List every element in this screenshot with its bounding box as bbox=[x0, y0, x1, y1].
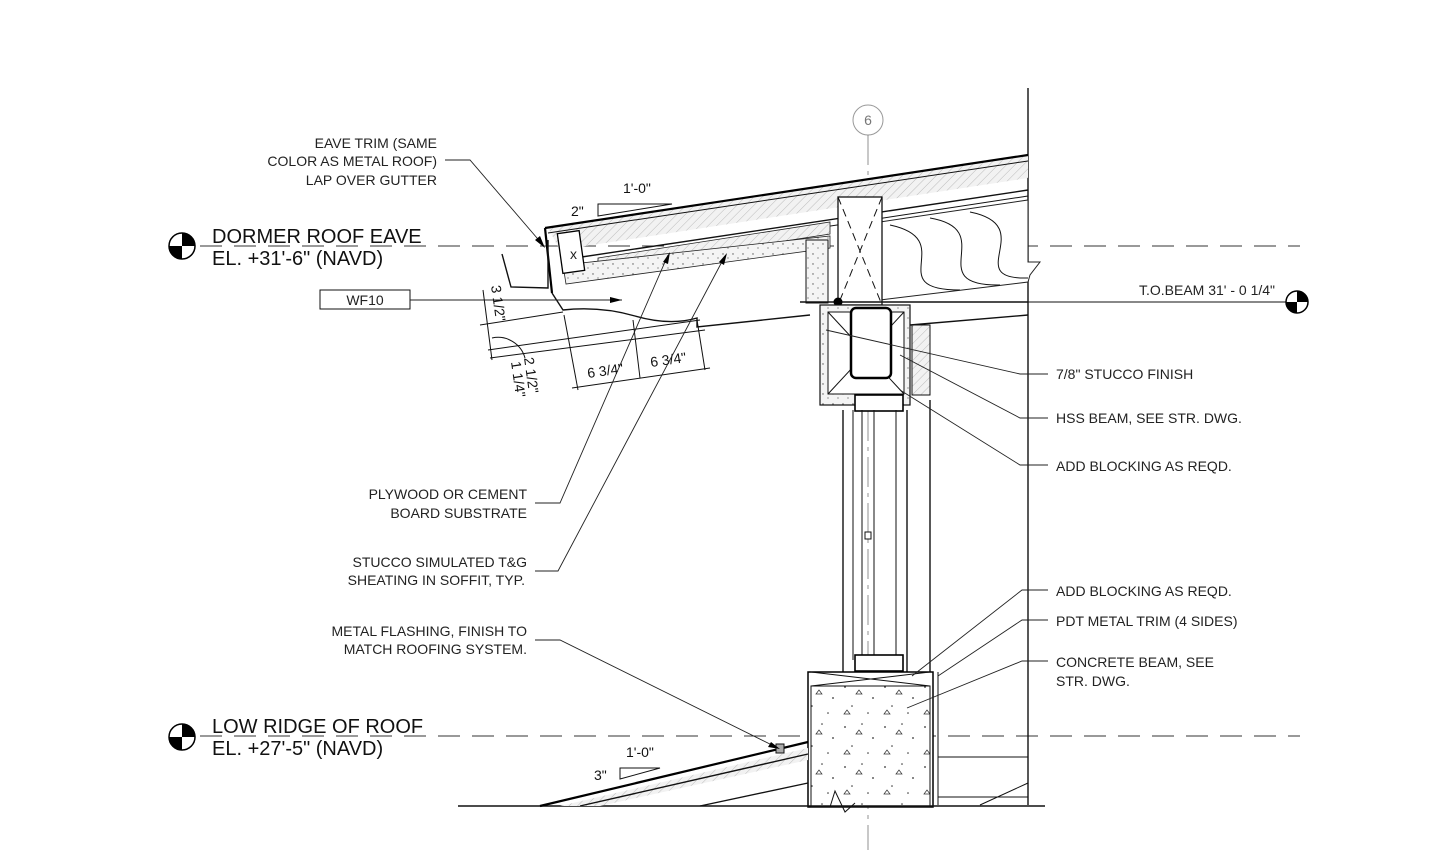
svg-text:COLOR AS METAL ROOF): COLOR AS METAL ROOF) bbox=[267, 153, 437, 169]
slope-indicator: 1'-0" 3" bbox=[594, 744, 661, 783]
slope-indicator: 1'-0" 2" bbox=[571, 180, 673, 219]
note-stucco-sheathing: STUCCO SIMULATED T&G SHEATING IN SOFFIT,… bbox=[348, 253, 727, 588]
svg-text:6 3/4": 6 3/4" bbox=[586, 360, 624, 381]
window-frame bbox=[842, 400, 931, 672]
beam-level-label: T.O.BEAM 31' - 0 1/4" bbox=[1139, 282, 1275, 298]
svg-text:2 1/2": 2 1/2" bbox=[521, 356, 542, 394]
note-pdt-metal-trim: PDT METAL TRIM (4 SIDES) bbox=[937, 613, 1238, 677]
svg-text:3": 3" bbox=[594, 767, 607, 783]
svg-text:SHEATING IN SOFFIT, TYP.: SHEATING IN SOFFIT, TYP. bbox=[348, 572, 525, 588]
note-blocking-lower: ADD BLOCKING AS REQD. bbox=[911, 583, 1232, 677]
svg-text:6 3/4": 6 3/4" bbox=[649, 349, 687, 370]
svg-text:1'-0": 1'-0" bbox=[623, 180, 651, 196]
level-name: DORMER ROOF EAVE bbox=[212, 226, 422, 248]
svg-text:PDT METAL TRIM (4 SIDES): PDT METAL TRIM (4 SIDES) bbox=[1056, 613, 1238, 629]
note-hss-beam: HSS BEAM, SEE STR. DWG. bbox=[899, 354, 1242, 426]
note-stucco-finish: 7/8" STUCCO FINISH bbox=[825, 329, 1193, 382]
beam-level-marker-icon bbox=[1285, 290, 1309, 314]
level-marker-icon bbox=[168, 232, 196, 260]
svg-text:BOARD SUBSTRATE: BOARD SUBSTRATE bbox=[390, 505, 527, 521]
level-elevation: EL. +31'-6" (NAVD) bbox=[212, 248, 383, 270]
svg-text:ADD BLOCKING AS REQD.: ADD BLOCKING AS REQD. bbox=[1056, 583, 1232, 599]
svg-text:7/8" STUCCO FINISH: 7/8" STUCCO FINISH bbox=[1056, 366, 1193, 382]
lower-roof-assembly bbox=[539, 740, 809, 808]
svg-text:1 1/4": 1 1/4" bbox=[508, 360, 529, 398]
note-concrete-beam: CONCRETE BEAM, SEE STR. DWG. bbox=[906, 654, 1214, 709]
svg-text:PLYWOOD OR CEMENT: PLYWOOD OR CEMENT bbox=[369, 486, 528, 502]
note-plywood-substrate: PLYWOOD OR CEMENT BOARD SUBSTRATE bbox=[369, 252, 670, 521]
svg-text:ADD BLOCKING AS REQD.: ADD BLOCKING AS REQD. bbox=[1056, 458, 1232, 474]
note-eave-trim: EAVE TRIM (SAME COLOR AS METAL ROOF) LAP… bbox=[267, 135, 545, 248]
svg-text:EAVE TRIM (SAME: EAVE TRIM (SAME bbox=[315, 135, 437, 151]
level-elevation: EL. +27'-5" (NAVD) bbox=[212, 738, 383, 760]
svg-text:x: x bbox=[570, 246, 577, 262]
svg-text:3 1/2": 3 1/2" bbox=[488, 284, 509, 322]
svg-text:2": 2" bbox=[571, 203, 584, 219]
level-name: LOW RIDGE OF ROOF bbox=[212, 716, 423, 738]
dimension-lines: 3 1/2" 2 1/2" 1 1/4" 6 3/4" 6 3/4" bbox=[479, 284, 711, 398]
note-metal-flashing: METAL FLASHING, FINISH TO MATCH ROOFING … bbox=[331, 623, 780, 749]
svg-text:HSS BEAM, SEE STR. DWG.: HSS BEAM, SEE STR. DWG. bbox=[1056, 410, 1242, 426]
svg-text:STUCCO SIMULATED T&G: STUCCO SIMULATED T&G bbox=[352, 554, 527, 570]
svg-text:METAL FLASHING, FINISH TO: METAL FLASHING, FINISH TO bbox=[331, 623, 527, 639]
svg-text:STR. DWG.: STR. DWG. bbox=[1056, 673, 1130, 689]
svg-text:LAP OVER GUTTER: LAP OVER GUTTER bbox=[306, 172, 437, 188]
grid-bubble-label: 6 bbox=[864, 112, 872, 128]
wf10-tag bbox=[319, 289, 411, 310]
level-marker-icon bbox=[168, 723, 196, 751]
svg-text:1'-0": 1'-0" bbox=[626, 744, 654, 760]
hss-beam-assembly bbox=[819, 304, 1029, 412]
svg-text:MATCH ROOFING SYSTEM.: MATCH ROOFING SYSTEM. bbox=[344, 641, 527, 657]
dormer-roof-assembly: x bbox=[501, 153, 1042, 328]
concrete-beam bbox=[458, 671, 1045, 813]
wf10-tag-label: WF10 bbox=[346, 292, 384, 308]
note-blocking-upper: ADD BLOCKING AS REQD. bbox=[899, 389, 1232, 474]
svg-text:CONCRETE BEAM, SEE: CONCRETE BEAM, SEE bbox=[1056, 654, 1214, 670]
